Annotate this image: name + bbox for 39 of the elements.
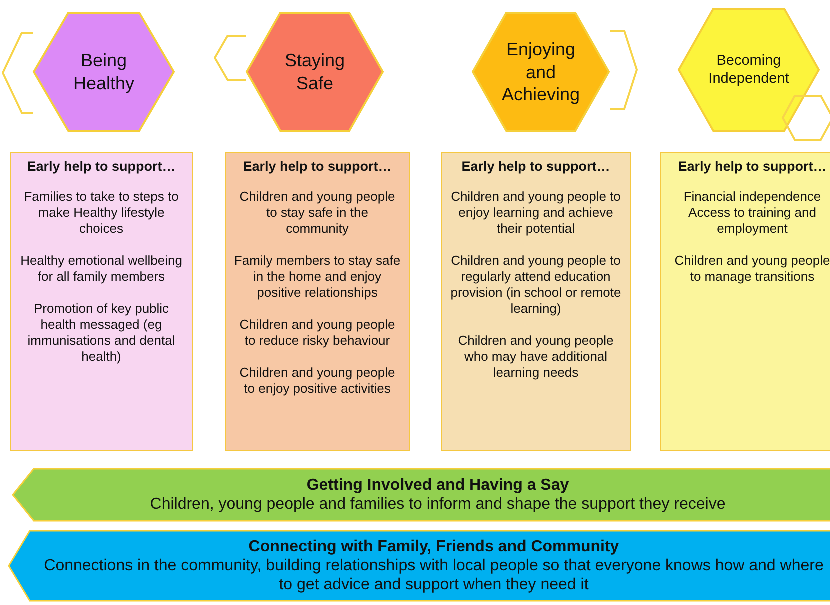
- support-item: Children and young people to manage transitions: [674, 253, 830, 285]
- support-item: Children and young people to reduce risky behaviour: [238, 317, 396, 349]
- hexagon-outline: [2, 32, 33, 114]
- hexagon-label: Becoming Independent: [708, 52, 790, 88]
- text-panel: [660, 152, 830, 451]
- support-item: Children and young people to enjoy positive activities: [238, 365, 396, 397]
- support-item: Children and young people to stay safe in the community: [238, 189, 396, 237]
- hexagon-label: Being Healthy: [72, 50, 136, 94]
- hexagon: [472, 12, 610, 132]
- banner: [8, 530, 830, 602]
- banner-text: Connections in the community, building relationships with local people so that everyone knows how and where to get advice and support when they need it: [43, 556, 825, 594]
- banner-heading: Connecting with Family, Friends and Community: [248, 538, 620, 556]
- support-item: Family members to stay safe in the home and enjoy positive relationships: [234, 253, 401, 301]
- support-item: Access to training and employment: [688, 205, 818, 237]
- panel-heading: Early help to support…: [26, 159, 177, 175]
- support-item: Financial independence: [682, 189, 822, 205]
- hexagon: [246, 12, 384, 132]
- hexagon-outline: [610, 30, 638, 110]
- support-item: Children and young people to regularly attend education provision (in school or remote learning): [450, 253, 622, 317]
- text-panel: [441, 152, 631, 451]
- banner: [12, 468, 830, 522]
- support-item: Promotion of key public health messaged (eg immunisations and dental health): [26, 301, 176, 365]
- support-item: Families to take to steps to make Healthy lifestyle choices: [23, 189, 180, 237]
- panel-heading: Early help to support…: [460, 159, 612, 175]
- support-item: Children and young people who may have additional learning needs: [457, 333, 615, 381]
- text-panel: [225, 152, 410, 451]
- panel-heading: Early help to support…: [242, 159, 393, 175]
- hexagon: [678, 8, 820, 132]
- banner-heading: Getting Involved and Having a Say: [306, 476, 570, 495]
- hexagon: [33, 12, 175, 132]
- hexagon-label: Staying Safe: [284, 50, 346, 94]
- text-panel: [10, 152, 193, 451]
- banner-text: Children, young people and families to inform and shape the support they receive: [149, 495, 727, 514]
- hexagon-outline: [782, 95, 830, 141]
- hexagon-label: Enjoying and Achieving: [500, 38, 582, 106]
- support-item: Healthy emotional wellbeing for all family members: [20, 253, 184, 285]
- hexagon-outline: [214, 35, 246, 81]
- support-item: Children and young people to enjoy learning and achieve their potential: [450, 189, 622, 237]
- panel-heading: Early help to support…: [677, 159, 828, 175]
